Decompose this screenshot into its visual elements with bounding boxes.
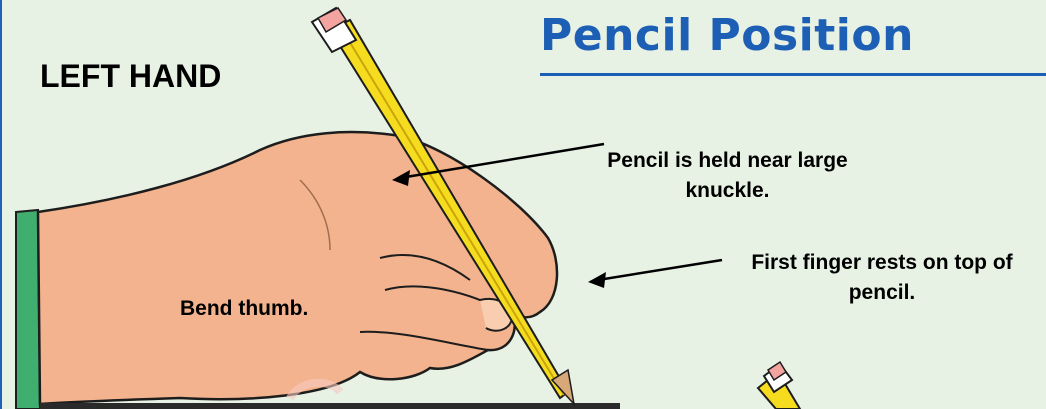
callout-first-finger: First finger rests on top of pencil. — [722, 248, 1042, 308]
pencil-small — [758, 362, 800, 409]
arrow-first-finger — [588, 260, 722, 288]
callout-bend-thumb: Bend thumb. — [180, 294, 405, 324]
desk-edge — [40, 403, 620, 409]
callout-pencil-held: Pencil is held near large knuckle. — [600, 146, 855, 206]
title-underline — [540, 73, 1046, 76]
hand-label: LEFT HAND — [40, 56, 221, 96]
page-title: Pencil Position — [540, 6, 1046, 66]
sleeve — [16, 210, 40, 409]
